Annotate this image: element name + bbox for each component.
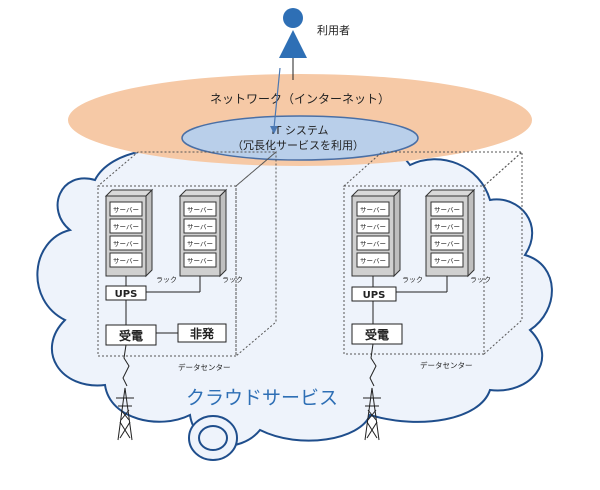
server-slot: サーバー [430,218,464,234]
svg-text:サーバー: サーバー [113,257,139,265]
svg-text:サーバー: サーバー [187,206,213,214]
power-receiving-label: 受電 [365,327,389,342]
server-slot: サーバー [430,252,464,268]
power-receiving-box [351,323,403,345]
datacenter-caption: データセンター [178,362,231,372]
server-slot: サーバー [183,235,217,251]
rack: サーバー サーバー サーバー サーバー [178,188,228,278]
power-tower-icon [363,387,381,441]
svg-text:サーバー: サーバー [187,240,213,248]
datacenter-1: サーバー サーバー サーバー サーバー ラック サーバー サーバー サーバー サ… [96,150,278,441]
ups-label: UPS [115,289,138,300]
svg-text:サーバー: サーバー [434,240,460,248]
rack-label: ラック [402,276,423,284]
svg-text:サーバー: サーバー [434,206,460,214]
server-slot: サーバー [430,201,464,217]
ups-box [351,286,397,302]
svg-text:サーバー: サーバー [113,206,139,214]
svg-text:サーバー: サーバー [187,223,213,231]
rack-label: ラック [222,276,243,284]
svg-text:サーバー: サーバー [360,206,386,214]
svg-text:サーバー: サーバー [360,240,386,248]
svg-text:サーバー: サーバー [113,240,139,248]
server-slot: サーバー [183,252,217,268]
rack-label: ラック [156,276,177,284]
ups-label: UPS [363,290,386,301]
datacenter-2: サーバー サーバー サーバー サーバー ラック サーバー サーバー サーバー サ… [342,150,524,441]
it-system-ellipse [181,115,419,161]
power-receiving-label: 受電 [119,328,143,343]
cloud-shape [36,140,553,461]
network-label: ネットワーク（インターネット） [210,92,390,106]
server-slot: サーバー [356,201,390,217]
server-slot: サーバー [356,235,390,251]
svg-text:サーバー: サーバー [113,223,139,231]
svg-text:サーバー: サーバー [360,257,386,265]
svg-text:サーバー: サーバー [434,223,460,231]
ups-box [105,285,147,301]
it-system-subtitle: （冗長化サービスを利用） [232,138,364,152]
server-slot: サーバー [109,218,143,234]
datacenter-caption: データセンター [420,360,473,370]
svg-text:サーバー: サーバー [360,223,386,231]
server-slot: サーバー [183,201,217,217]
rack: サーバー サーバー サーバー サーバー [424,188,476,278]
svg-text:サーバー: サーバー [187,257,213,265]
server-slot: サーバー [356,218,390,234]
emergency-power-box [177,323,227,343]
cloud-label: クラウドサービス [186,387,338,409]
server-slot: サーバー [183,218,217,234]
user-icon [279,8,307,80]
server-slot: サーバー [430,235,464,251]
svg-text:サーバー: サーバー [434,257,460,265]
server-slot: サーバー [109,235,143,251]
power-tower-icon [116,387,134,441]
rack: サーバー サーバー サーバー サーバー [350,188,402,278]
rack: サーバー サーバー サーバー サーバー [104,188,154,278]
server-slot: サーバー [356,252,390,268]
server-slot: サーバー [109,201,143,217]
rack-label: ラック [470,276,491,284]
it-system-title: IT システム [271,124,328,137]
user-label: 利用者 [317,24,350,37]
access-arrow [273,67,281,129]
power-receiving-box [105,324,157,346]
emergency-power-label: 非発 [190,326,215,341]
server-slot: サーバー [109,252,143,268]
